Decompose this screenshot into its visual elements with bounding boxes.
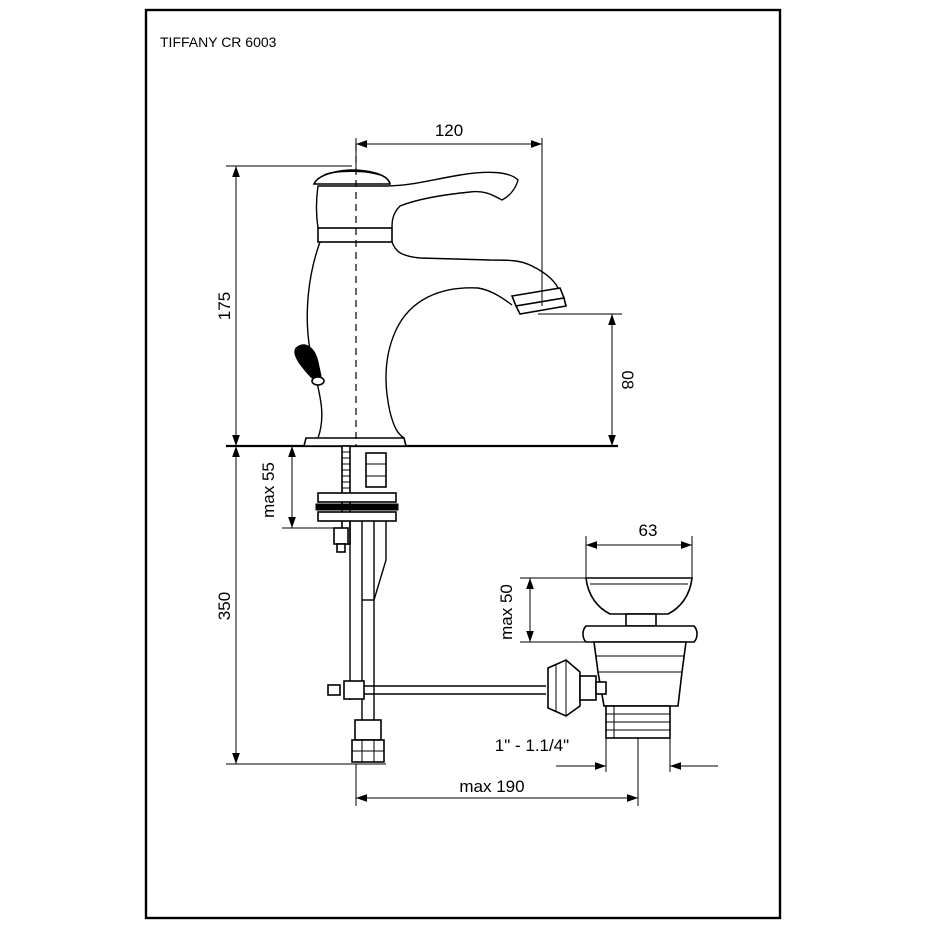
dimension-thread: 1" - 1.1/4"	[495, 736, 718, 772]
under-counter-assembly	[315, 445, 546, 763]
dimension-spout-height: 08	[538, 313, 637, 446]
total-height-label: 175	[215, 292, 234, 320]
faucet-body	[294, 169, 567, 447]
spout-reach-label: 120	[435, 121, 463, 140]
under-length-label: 350	[215, 592, 234, 620]
dimension-spout-reach: 120	[355, 121, 543, 306]
waste-width-label: 63	[639, 521, 658, 540]
dimension-under-length: 350	[215, 446, 386, 765]
drawing-frame	[144, 8, 782, 920]
max-deck-label: max 55	[259, 462, 278, 518]
waste-max-label: max 50	[497, 584, 516, 640]
max-reach-label: max 190	[459, 777, 524, 796]
dimension-max-reach: max 190	[355, 738, 639, 806]
spout-height-label: 08	[618, 371, 637, 390]
dimension-waste-width: 63	[585, 521, 693, 578]
drain-assembly	[547, 577, 698, 739]
drawing-title: TIFFANY CR 6003	[160, 34, 277, 50]
dimension-waste-max: max 50	[497, 577, 586, 643]
dimension-max-deck: max 55	[259, 446, 340, 529]
dimension-total-height: 175	[215, 165, 352, 446]
thread-label: 1" - 1.1/4"	[495, 736, 569, 755]
